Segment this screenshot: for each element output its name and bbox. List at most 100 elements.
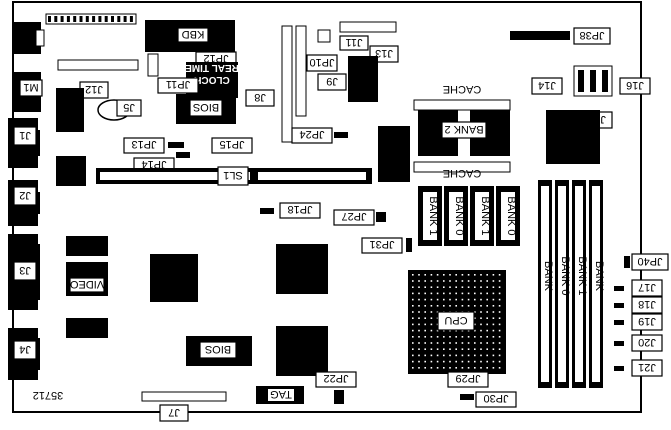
cache-bank-0-b: BANK 0: [505, 196, 517, 235]
connector-jp38: JP38: [510, 27, 611, 45]
cache-banks-0-1: BANK 1 BANK 0 BANK 1 BANK 0: [418, 186, 520, 246]
video-label: VIDEO: [69, 278, 104, 290]
connector-j21: J21: [614, 359, 663, 377]
bios-top-label: BIOS: [193, 101, 219, 113]
jp29-label: JP29: [455, 372, 480, 384]
simm-slots: BANK BANK 0 BANK 1 BANK: [538, 180, 605, 388]
j16-label: J16: [626, 79, 644, 91]
jumper-jp29: JP29: [447, 371, 489, 388]
jp14-label: JP14: [141, 158, 166, 170]
connector-m1: M1: [13, 72, 43, 112]
jumper-jp18: JP18: [260, 202, 321, 219]
keyboard-controller-chip: KBD: [145, 20, 235, 52]
jp15-label: JP15: [219, 138, 244, 150]
cpu-socket: CPU: [408, 270, 506, 374]
connector-j19: J19: [614, 313, 663, 331]
sl1-label: SL1: [223, 169, 243, 181]
j11-label: J11: [346, 36, 363, 48]
keyboard-connector: [13, 22, 45, 54]
jp18-label: JP18: [287, 203, 312, 215]
jp27-label: JP27: [341, 210, 366, 222]
simm-bank-1: BANK 1: [576, 256, 588, 295]
connector-j18: J18: [614, 296, 663, 314]
board-number: 35712: [33, 389, 64, 401]
tag-chip: TAG: [256, 386, 304, 404]
simm-bank-a: BANK: [542, 261, 554, 292]
connector-j20: J20: [614, 334, 663, 352]
j12-label: J12: [85, 83, 103, 95]
j1-label: J1: [19, 129, 31, 141]
connector-j4: J4: [8, 328, 40, 380]
j14-label: J14: [538, 79, 556, 91]
bank2-label: BANK 2: [444, 123, 483, 135]
jp30-label: JP30: [483, 392, 508, 404]
connector-j1: J1: [8, 118, 40, 168]
chip-lower-2: [276, 244, 328, 294]
j9-label: J9: [326, 75, 338, 87]
j8-label: J8: [254, 91, 266, 103]
chip-right-top: [546, 110, 600, 164]
j4-label: J4: [19, 343, 31, 355]
m1-label: M1: [23, 81, 38, 93]
connector-j3: J3: [8, 234, 40, 310]
jumper-jp11: JP11: [147, 53, 199, 94]
jp10-label: JP10: [309, 56, 334, 68]
cache-bank-2: CACHE BANK 2 CACHE: [413, 83, 511, 179]
jp24-label: JP24: [299, 128, 324, 140]
jp22-label: JP22: [323, 372, 348, 384]
bios-chip-bottom: BIOS: [186, 336, 252, 366]
j17-label: J17: [638, 281, 656, 293]
kbd-label: KBD: [182, 28, 205, 40]
jp12-label: JP12: [203, 52, 228, 64]
j13-label: J13: [375, 47, 393, 59]
jumper-jp15: JP15: [211, 137, 253, 154]
jumper-jp22: JP22: [315, 371, 357, 404]
connector-j14: J14: [531, 77, 563, 95]
video-memory-chips: VIDEO: [66, 236, 108, 338]
bios-chip-top: BIOS: [176, 94, 236, 124]
chip-mid-2: [378, 126, 410, 182]
connector-j16: J16: [619, 77, 651, 95]
jumper-jp10: JP10: [306, 29, 338, 72]
jumper-block-j14-j16: [573, 65, 613, 97]
chip-lower-1: [150, 254, 198, 302]
connector-j17: J17: [614, 279, 663, 297]
connector-j11: J11: [339, 35, 369, 51]
jp38-label: JP38: [579, 29, 604, 41]
jumper-jp30: JP30: [460, 391, 517, 408]
connector-j2: J2: [8, 180, 40, 226]
bios-bottom-label: BIOS: [205, 343, 231, 355]
battery-j5: J5: [97, 99, 142, 121]
j18-label: J18: [638, 298, 656, 310]
isa-slot-sl1: SL1: [96, 166, 372, 186]
cache-top-label: CACHE: [443, 83, 482, 95]
clock-line2: CLOCK: [193, 74, 229, 85]
chip-lower-3: [276, 326, 328, 376]
jp31-label: JP31: [369, 238, 394, 250]
jumper-jp40: JP40: [624, 253, 669, 271]
simm-bank-0: BANK 0: [559, 256, 571, 295]
chip-left-1: [56, 88, 84, 132]
header-top-left: [45, 13, 137, 25]
j2-label: J2: [19, 189, 31, 201]
connector-j8: J8: [245, 25, 293, 143]
j3-label: J3: [19, 264, 31, 276]
jp13-label: JP13: [131, 138, 156, 150]
j5-label: J5: [123, 101, 135, 113]
j19-label: J19: [638, 315, 656, 327]
real-time-clock-chip: REAL TIME CLOCK: [185, 62, 239, 98]
jp11-label: JP11: [166, 78, 190, 90]
jumper-jp13: JP13: [123, 137, 184, 154]
connector-j9: J9: [295, 25, 347, 117]
clock-line1: REAL TIME: [185, 62, 239, 73]
cpu-label: CPU: [444, 314, 467, 326]
jumper-jp14: JP14: [133, 152, 190, 174]
j20-label: J20: [638, 336, 656, 348]
cache-bank-0-a: BANK 0: [453, 196, 465, 235]
j21-label: J21: [638, 361, 656, 373]
cache-bank-1-b: BANK 1: [479, 196, 491, 235]
tag-chip-label: TAG: [270, 388, 292, 400]
jumper-jp31: JP31: [361, 237, 412, 254]
jumper-jp27: JP27: [333, 209, 386, 226]
